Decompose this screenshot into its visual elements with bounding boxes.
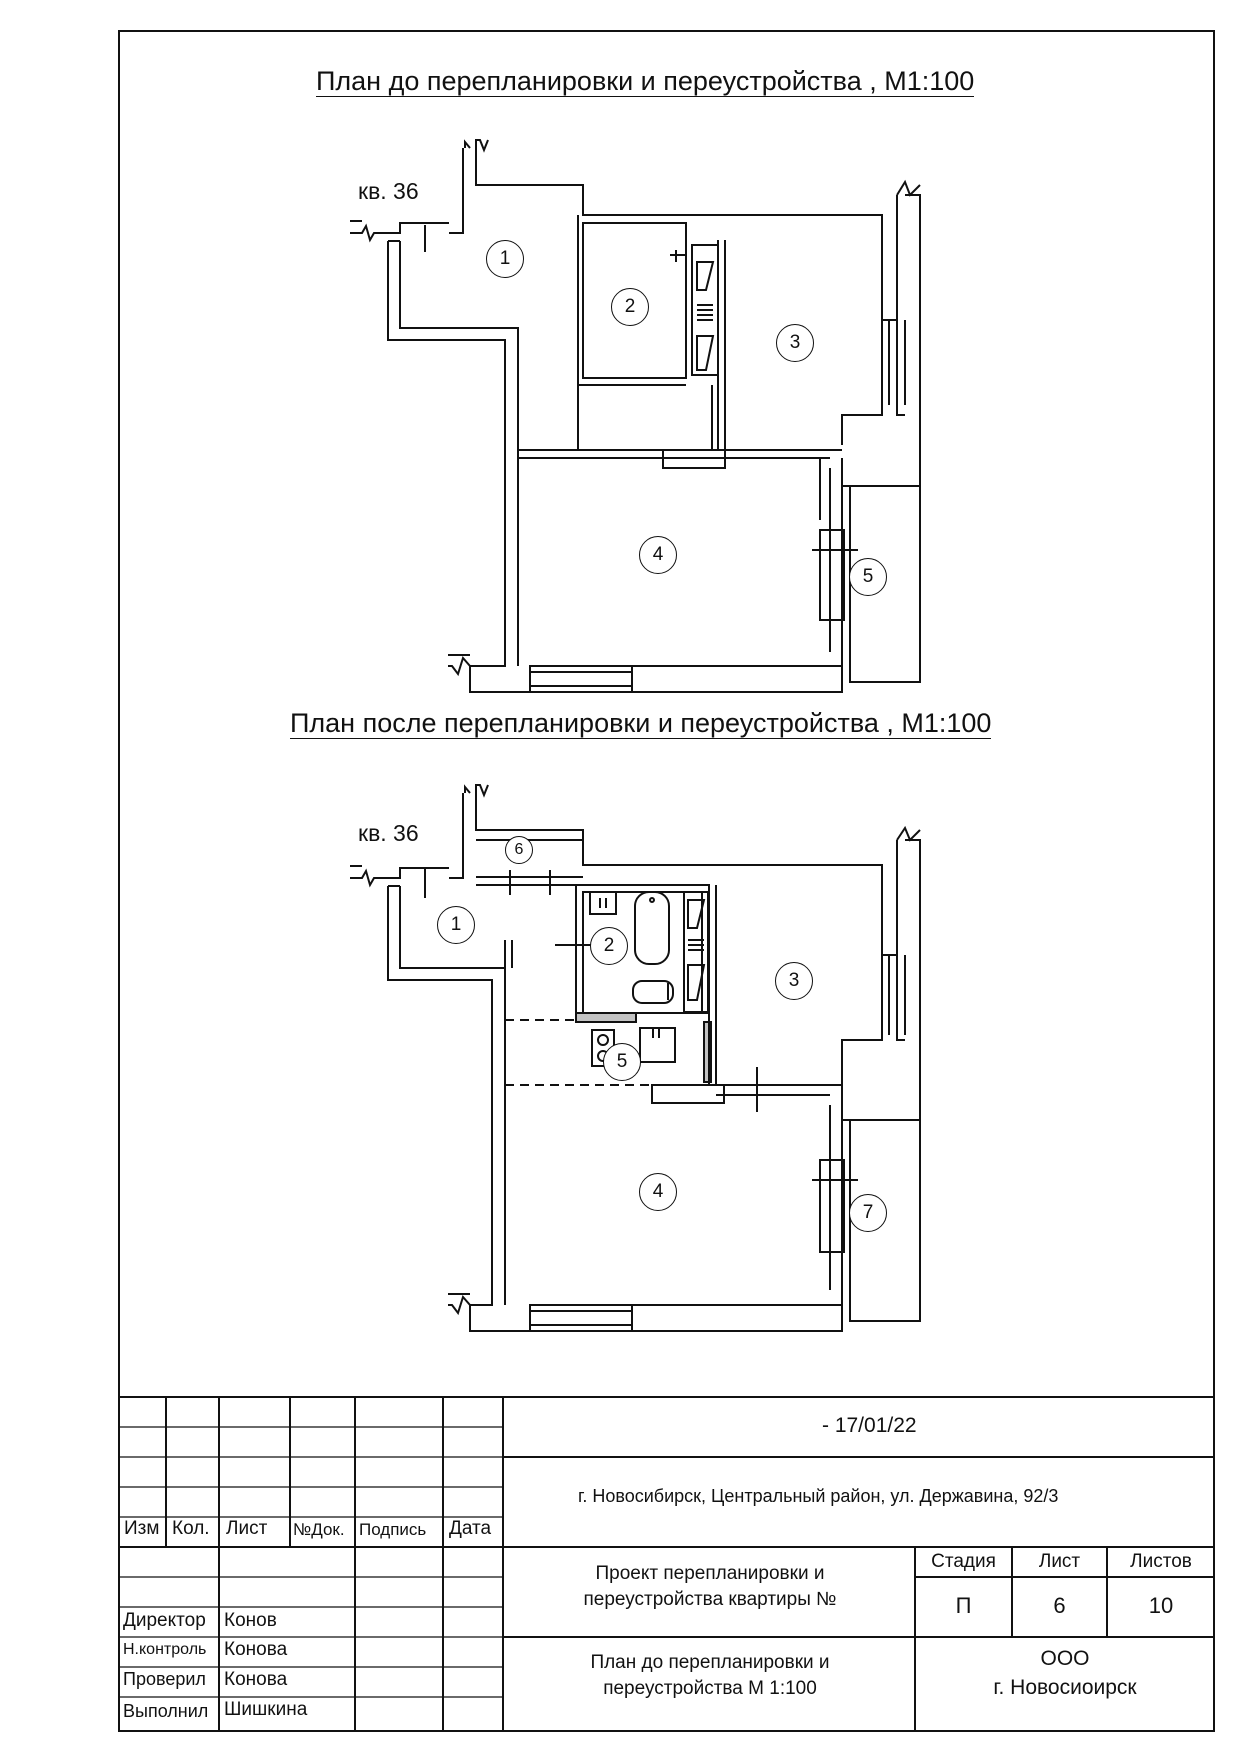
col-list: Лист	[226, 1518, 268, 1539]
room-marker-before-3: 3	[776, 324, 814, 362]
sheet-value: 6	[1053, 1593, 1066, 1618]
project-title: Проект перепланировки и переустройства к…	[583, 1563, 837, 1610]
sheets-header: Листов	[1130, 1551, 1192, 1572]
room-marker-before-1: 1	[486, 240, 524, 278]
col-kol: Кол.	[172, 1518, 210, 1539]
room-marker-after-3: 3	[775, 962, 813, 1000]
plan-after	[350, 784, 921, 1332]
col-data: Дата	[449, 1518, 492, 1539]
room-marker-after-6: 6	[505, 836, 533, 864]
drawing-frame	[118, 30, 1215, 1732]
plan-after-title: План после перепланировки и переустройст…	[290, 708, 992, 739]
org-line1: ООО	[1040, 1647, 1090, 1670]
room-marker-after-4: 4	[639, 1173, 677, 1211]
title-block-grid	[118, 1396, 1215, 1732]
sig-name-2: Конова	[224, 1669, 288, 1690]
address: г. Новосибирск, Центральный район, ул. Д…	[578, 1486, 1059, 1506]
org-line2: г. Новосиоирск	[993, 1676, 1137, 1699]
sig-role-3: Выполнил	[123, 1701, 209, 1721]
col-izm: Изм	[124, 1518, 160, 1539]
stage-header: Стадия	[931, 1551, 996, 1572]
room-marker-after-2: 2	[590, 927, 628, 965]
stage-value: П	[955, 1593, 972, 1618]
room-marker-before-5: 5	[849, 558, 887, 596]
sig-role-1: Н.контроль	[123, 1641, 207, 1658]
sig-name-3: Шишкина	[224, 1699, 308, 1720]
plan-before-title: План до перепланировки и переустройства …	[316, 66, 975, 97]
sheet-header: Лист	[1038, 1551, 1081, 1572]
room-marker-after-1: 1	[437, 906, 475, 944]
col-podpis: Подпись	[359, 1520, 427, 1539]
sheets-value: 10	[1148, 1593, 1174, 1618]
sig-name-0: Конов	[224, 1610, 277, 1631]
room-marker-before-4: 4	[639, 536, 677, 574]
doc-code: - 17/01/22	[822, 1414, 917, 1437]
sig-role-0: Директор	[123, 1610, 206, 1631]
col-ndoc: №Док.	[293, 1520, 345, 1539]
neighbor-label-after: кв. 36	[358, 820, 419, 846]
room-marker-after-7: 7	[849, 1194, 887, 1232]
sheet-title: План до перепланировки и переустройства …	[590, 1652, 830, 1699]
sig-name-1: Конова	[224, 1639, 288, 1660]
room-marker-after-5: 5	[603, 1043, 641, 1081]
plan-before	[350, 139, 921, 693]
neighbor-label-before: кв. 36	[358, 178, 419, 204]
sig-role-2: Проверил	[123, 1669, 206, 1689]
room-marker-before-2: 2	[611, 288, 649, 326]
